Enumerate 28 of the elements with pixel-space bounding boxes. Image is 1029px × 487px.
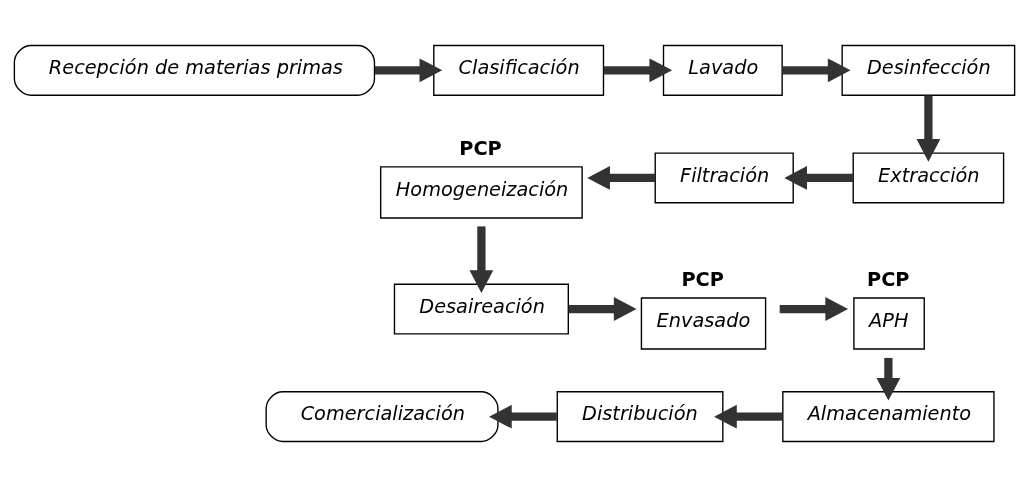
arrow xyxy=(568,297,637,321)
node-box: Extracción xyxy=(852,152,1005,204)
node-label: PCP xyxy=(681,267,724,291)
node-box: Homogeneización xyxy=(380,166,583,219)
arrow xyxy=(714,404,783,429)
arrow xyxy=(779,297,849,321)
node-box: Desinfección xyxy=(841,44,1016,96)
arrow xyxy=(374,58,443,83)
node-box: Desaireación xyxy=(393,283,569,335)
arrow xyxy=(587,166,656,190)
node-label: PCP xyxy=(867,267,910,291)
arrow xyxy=(916,95,941,162)
arrow xyxy=(782,58,851,83)
node-box: Envasado xyxy=(640,297,767,350)
arrow xyxy=(469,226,494,293)
node-box: Lavado xyxy=(662,44,783,96)
node-box: Almacenamiento xyxy=(782,391,995,443)
node-box: Distribución xyxy=(556,391,724,443)
arrow xyxy=(489,404,557,429)
node-box: Filtración xyxy=(654,152,794,204)
node-box: Comercialización xyxy=(265,391,499,443)
node-box: Recepción de materias primas xyxy=(13,44,376,96)
arrow xyxy=(784,166,853,190)
arrow xyxy=(603,58,673,83)
node-box: Clasificación xyxy=(433,44,605,96)
node-label: PCP xyxy=(459,136,502,160)
node-box: APH xyxy=(853,297,925,350)
arrow xyxy=(876,357,901,401)
